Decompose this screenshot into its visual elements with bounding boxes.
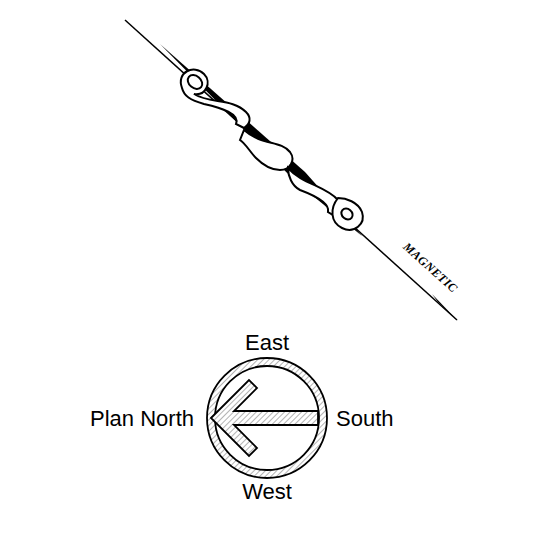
needle-label: MAGNETIC <box>400 240 459 295</box>
direction-label: West <box>242 480 292 504</box>
plan-north-symbol <box>207 358 327 478</box>
direction-label: South <box>336 407 394 431</box>
magnetic-needle <box>125 20 458 321</box>
direction-label: East <box>245 331 289 355</box>
ribbon-scroll <box>181 70 363 230</box>
direction-label: Plan North <box>90 407 194 431</box>
